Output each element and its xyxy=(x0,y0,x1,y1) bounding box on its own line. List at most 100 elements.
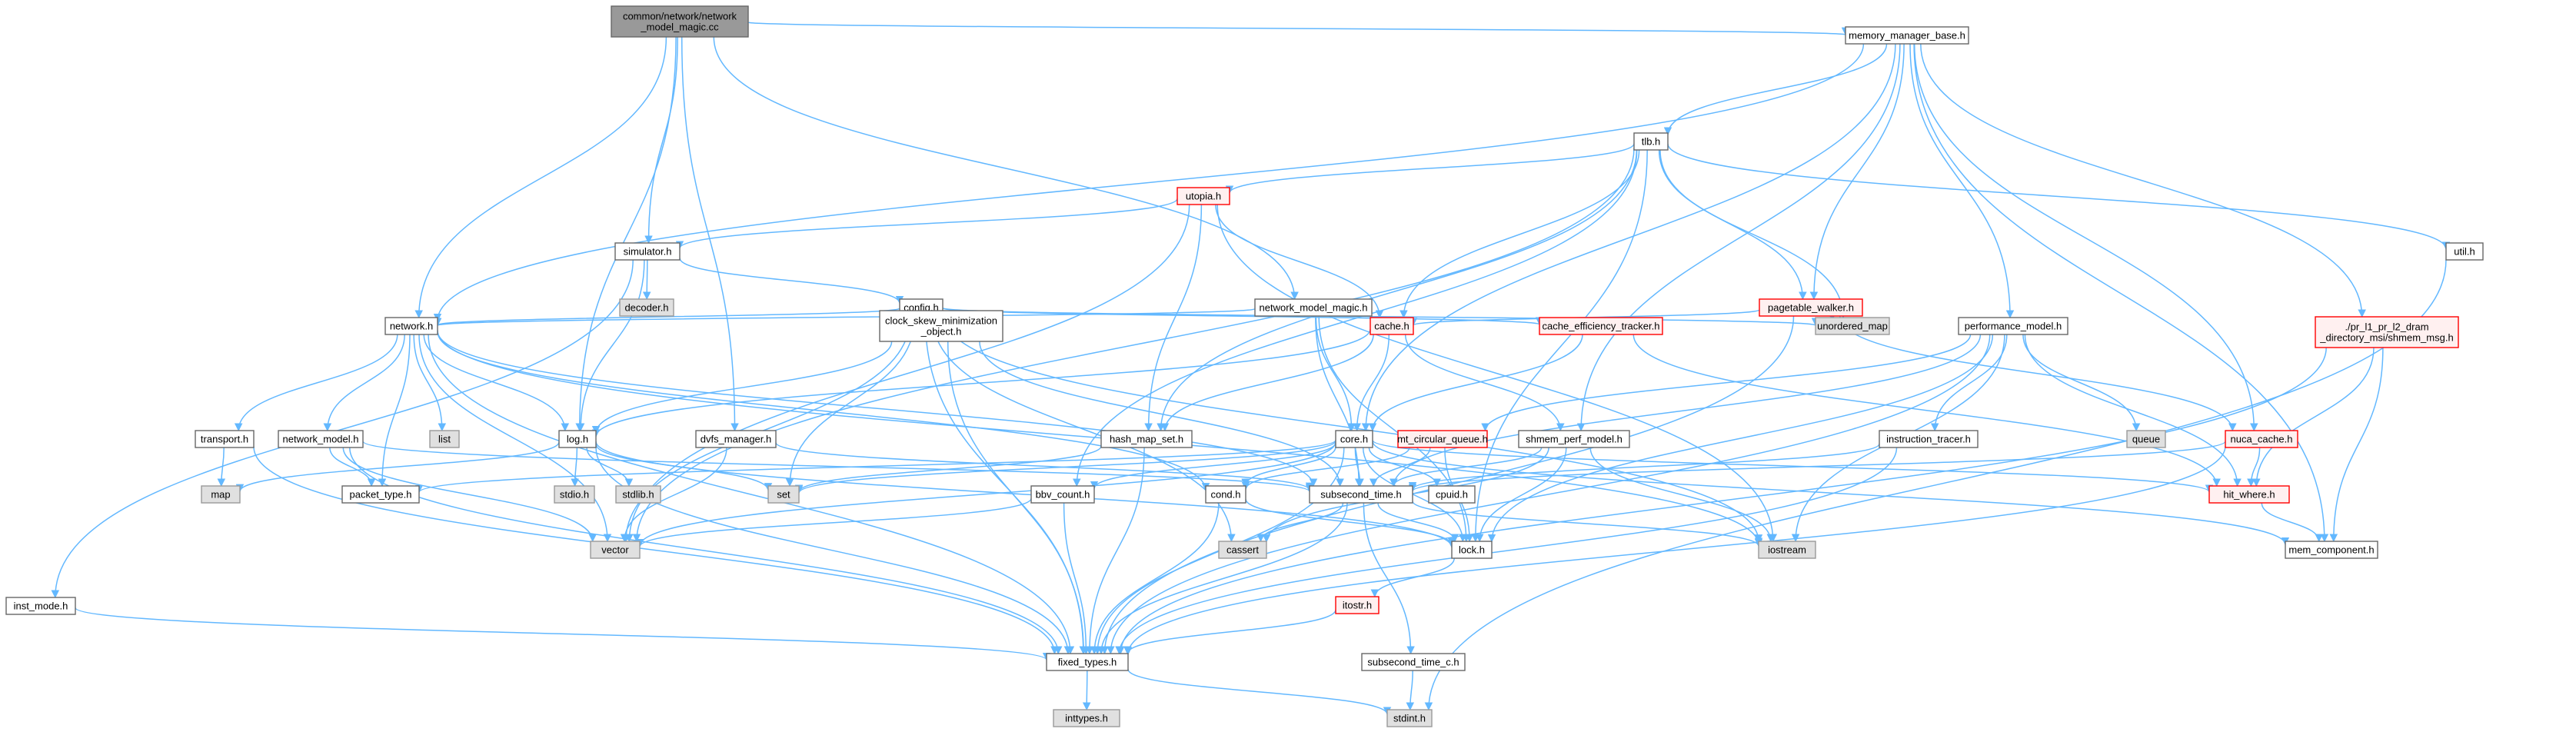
node-network-model-magic[interactable]: network_model_magic.h xyxy=(1254,298,1373,317)
node-subsecond-time-c[interactable]: subsecond_time_c.h xyxy=(1361,653,1466,671)
node-hit-where[interactable]: hit_where.h xyxy=(2208,485,2290,504)
edge-instruction_tracer-to-subsecond_time xyxy=(1408,443,1880,491)
edge-network-to-transport xyxy=(234,334,398,432)
edge-log-to-lock xyxy=(595,441,1456,548)
node-core[interactable]: core.h xyxy=(1335,430,1373,448)
edge-utopia-to-hash_map_set xyxy=(1144,204,1203,432)
node-bbv-count[interactable]: bbv_count.h xyxy=(1030,485,1095,504)
node-transport[interactable]: transport.h xyxy=(195,430,255,448)
node-vector[interactable]: vector xyxy=(590,541,641,559)
node-label: hit_where.h xyxy=(2223,489,2275,501)
node-cache-eff[interactable]: cache_efficiency_tracker.h xyxy=(1539,317,1663,335)
node-cache[interactable]: cache.h xyxy=(1370,317,1414,335)
edge-memory_manager_base-to-nuca_cache xyxy=(1913,43,2258,432)
edge-hit_where-to-mem_component xyxy=(2261,502,2323,543)
edge-shmem_perf_model-to-subsecond_time xyxy=(1390,447,1543,487)
node-hash-map-set[interactable]: hash_map_set.h xyxy=(1100,430,1193,448)
edge-pagetable_walker-to-nuca_cache xyxy=(1839,315,2237,432)
node-tlb[interactable]: tlb.h xyxy=(1633,132,1669,151)
node-network[interactable]: network.h xyxy=(384,317,438,335)
node-clock-skew[interactable]: clock_skew_minimization_object.h xyxy=(879,310,1003,342)
node-label: list xyxy=(438,434,451,445)
node-label: mem_component.h xyxy=(2288,544,2374,556)
node-fixed-types[interactable]: fixed_types.h xyxy=(1046,653,1129,671)
node-cpuid[interactable]: cpuid.h xyxy=(1428,485,1476,504)
node-box xyxy=(1335,596,1380,614)
edge-network-to-subsecond_time xyxy=(437,330,1318,487)
node-stdlib[interactable]: stdlib.h xyxy=(615,485,661,504)
edge-instruction_tracer-to-fixed_types xyxy=(1115,447,1898,655)
edge-performance_model-to-mt_circular_queue xyxy=(1481,334,1972,432)
node-box xyxy=(1218,541,1267,559)
node-instruction-tracer[interactable]: instruction_tracer.h xyxy=(1879,430,1979,448)
node-stdint[interactable]: stdint.h xyxy=(1386,709,1433,727)
edge-network-to-vector xyxy=(418,334,612,543)
node-dvfs-manager[interactable]: dvfs_manager.h xyxy=(695,430,777,448)
node-box xyxy=(1815,317,1890,335)
edge-simulator-to-config xyxy=(679,258,904,304)
edge-tlb-to-hash_map_set xyxy=(1157,149,1638,432)
node-box xyxy=(1177,187,1230,205)
node-label: cache_efficiency_tracker.h xyxy=(1543,321,1660,332)
node-set[interactable]: set xyxy=(767,485,800,504)
node-log[interactable]: log.h xyxy=(558,430,597,448)
node-queue[interactable]: queue xyxy=(2126,430,2166,448)
node-root[interactable]: common/network/network_model_magic.cc xyxy=(611,5,749,38)
node-unordered-map[interactable]: unordered_map xyxy=(1815,317,1890,335)
edge-pagetable_walker-to-fixed_types xyxy=(1100,315,1795,655)
edge-cache-to-hash_map_set xyxy=(1160,334,1374,432)
node-cond[interactable]: cond.h xyxy=(1205,485,1246,504)
edge-memory_manager_base-to-core xyxy=(1361,43,1896,432)
node-nuca-cache[interactable]: nuca_cache.h xyxy=(2225,430,2298,448)
node-network-model[interactable]: network_model.h xyxy=(278,430,364,448)
node-stdio[interactable]: stdio.h xyxy=(554,485,595,504)
node-inttypes[interactable]: inttypes.h xyxy=(1053,709,1120,727)
edge-network-to-packet_type xyxy=(378,334,411,487)
node-utopia[interactable]: utopia.h xyxy=(1177,187,1230,205)
node-subsecond-time[interactable]: subsecond_time.h xyxy=(1309,485,1413,504)
node-util[interactable]: util.h xyxy=(2445,242,2484,261)
edge-tlb-to-utopia xyxy=(1225,143,1635,194)
node-label: transport.h xyxy=(201,434,248,445)
edge-root-to-log xyxy=(575,36,677,432)
node-decoder[interactable]: decoder.h xyxy=(619,298,674,317)
node-performance-model[interactable]: performance_model.h xyxy=(1958,317,2068,335)
edge-clock_skew-to-fixed_types xyxy=(947,341,1088,655)
edge-log-to-map xyxy=(235,441,560,493)
node-cassert[interactable]: cassert xyxy=(1218,541,1267,559)
edge-config-to-iostream xyxy=(942,313,1763,543)
node-label: cond.h xyxy=(1210,489,1240,501)
edge-cache-to-core xyxy=(1353,334,1390,432)
edge-cache_eff-to-hit_where xyxy=(1632,334,2221,487)
node-map[interactable]: map xyxy=(201,485,241,504)
node-label: subsecond_time.h xyxy=(1320,489,1402,501)
edge-tlb-to-cache xyxy=(1399,149,1640,319)
node-memory-manager-base[interactable]: memory_manager_base.h xyxy=(1845,26,1969,45)
edge-performance_model-to-queue xyxy=(2022,334,2141,432)
edge-itostr-to-fixed_types xyxy=(1123,609,1336,655)
edge-tlb-to-unordered_map xyxy=(1659,149,1848,319)
node-lock[interactable]: lock.h xyxy=(1451,541,1493,559)
node-label: stdlib.h xyxy=(622,489,654,501)
edge-performance_model-to-subsecond_time xyxy=(1390,334,1982,487)
node-mt-circular-queue[interactable]: mt_circular_queue.h xyxy=(1397,430,1488,448)
node-packet-type[interactable]: packet_type.h xyxy=(341,485,420,504)
node-box xyxy=(619,298,674,317)
node-mem-component[interactable]: mem_component.h xyxy=(2285,541,2378,559)
node-pr-l1[interactable]: ./pr_l1_pr_l2_dram_directory_msi/shmem_m… xyxy=(2315,316,2459,348)
node-pagetable-walker[interactable]: pagetable_walker.h xyxy=(1759,298,1863,317)
node-iostream[interactable]: iostream xyxy=(1758,541,1816,559)
edge-performance_model-to-hit_where xyxy=(2024,334,2242,487)
node-list[interactable]: list xyxy=(429,430,460,448)
node-itostr[interactable]: itostr.h xyxy=(1335,596,1380,614)
node-label: network_model_magic.h xyxy=(1260,302,1368,314)
node-box xyxy=(2126,430,2166,448)
edge-mt_circular_queue-to-cond xyxy=(1241,447,1410,491)
node-inst-mode[interactable]: inst_mode.h xyxy=(5,597,76,615)
edge-config-to-set xyxy=(785,315,916,487)
edge-transport-to-fixed_types xyxy=(253,446,1059,655)
node-simulator[interactable]: simulator.h xyxy=(614,242,681,261)
edge-utopia-to-cache xyxy=(1215,204,1384,319)
node-shmem-perf-model[interactable]: shmem_perf_model.h xyxy=(1518,430,1630,448)
